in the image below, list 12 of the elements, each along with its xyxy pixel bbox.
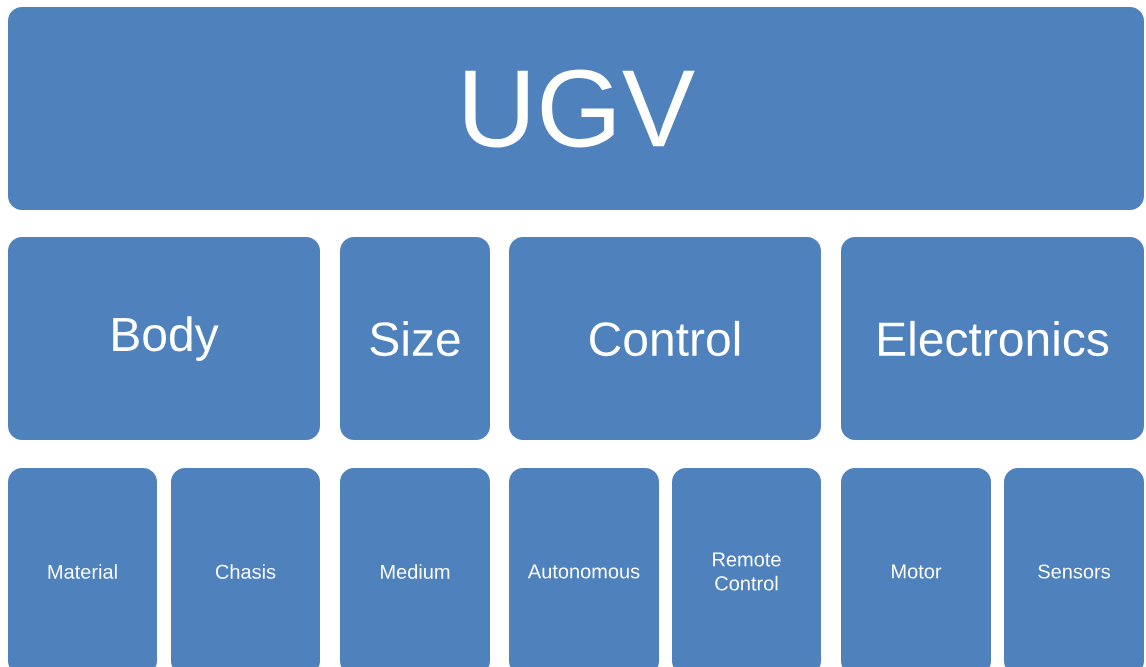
item-box: Chasis — [171, 468, 320, 667]
item-box: Motor — [841, 468, 991, 667]
item-box: Remote Control — [672, 468, 821, 667]
category-box: Body — [8, 237, 320, 440]
item-box: Medium — [340, 468, 490, 667]
category-box: Electronics — [841, 237, 1144, 440]
category-box: Control — [509, 237, 821, 440]
item-box: Autonomous — [509, 468, 659, 667]
title-box: UGV — [8, 7, 1144, 210]
item-box: Material — [8, 468, 157, 667]
category-box: Size — [340, 237, 490, 440]
item-box: Sensors — [1004, 468, 1144, 667]
